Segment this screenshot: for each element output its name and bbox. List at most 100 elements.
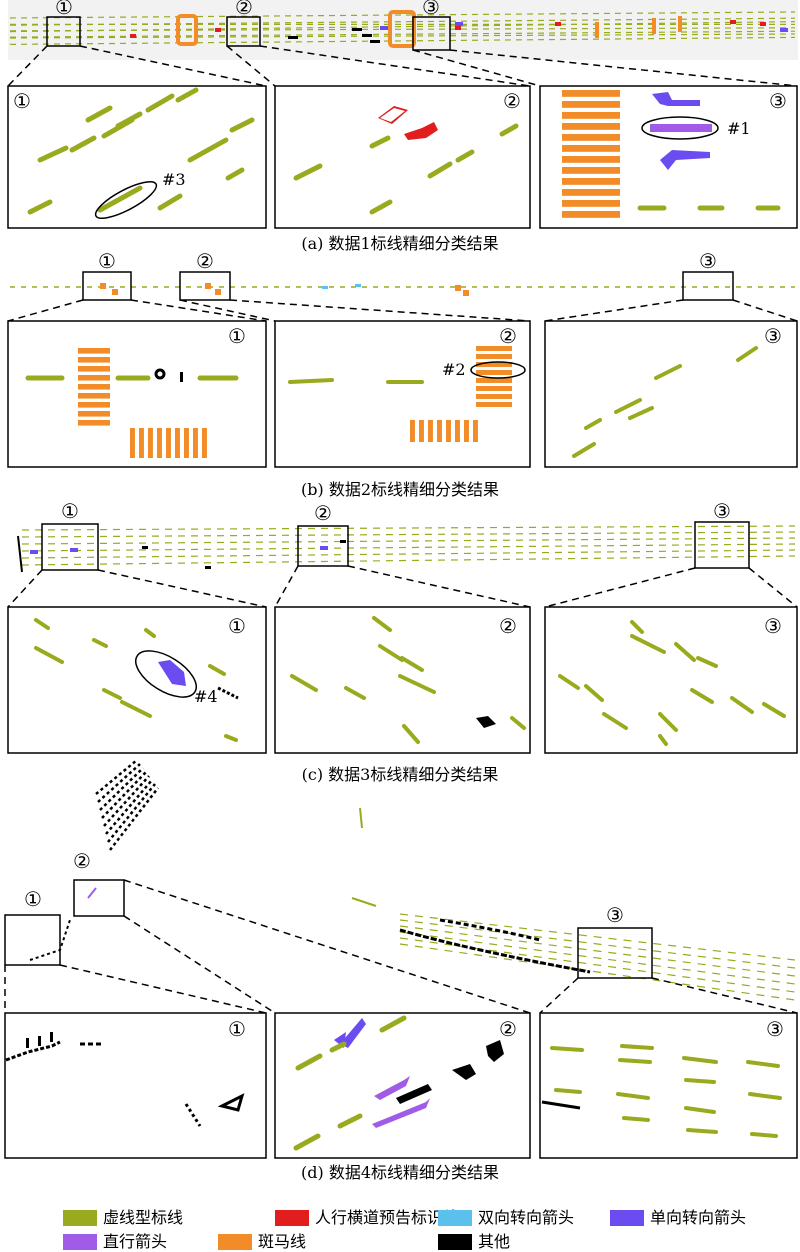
panel-marker: ① bbox=[13, 89, 31, 113]
zoom-panel-c2 bbox=[274, 606, 531, 754]
zebra-stripe bbox=[476, 402, 512, 407]
legend-label: 其他 bbox=[478, 1232, 511, 1251]
legend-swatch bbox=[438, 1234, 472, 1250]
panel-marker: ③ bbox=[764, 614, 782, 638]
dashed-marking bbox=[748, 1092, 782, 1100]
legend-label: 虚线型标线 bbox=[103, 1208, 184, 1227]
legend-swatch bbox=[218, 1234, 252, 1250]
dashed-marking bbox=[690, 688, 714, 704]
zebra-stripe bbox=[562, 90, 620, 97]
zebra-stripe bbox=[562, 123, 620, 130]
dashed-marking bbox=[187, 137, 229, 163]
zebra-stripe bbox=[78, 357, 110, 363]
dashed-marking bbox=[750, 1132, 778, 1138]
highlight-ellipse-2 bbox=[470, 361, 526, 379]
dashed-marking bbox=[34, 646, 64, 664]
dashed-marking bbox=[654, 364, 682, 380]
dashed-marking bbox=[369, 199, 393, 215]
panel-marker: ② bbox=[499, 1017, 517, 1041]
other-marking bbox=[180, 372, 183, 382]
dashed-marking bbox=[630, 634, 666, 654]
callout-2: #2 bbox=[442, 360, 466, 379]
zebra-stripe bbox=[476, 362, 512, 367]
overview-zebra bbox=[652, 18, 656, 34]
panel-marker: ③ bbox=[713, 499, 731, 523]
dashed-marking bbox=[229, 117, 255, 133]
zoom-connector-line bbox=[123, 879, 531, 1014]
overview-arrow bbox=[87, 887, 97, 899]
zoom-panel-d3 bbox=[539, 1012, 798, 1159]
zoom-panel-d2 bbox=[274, 1012, 531, 1159]
zoom-connector-line bbox=[179, 299, 276, 322]
overview-other bbox=[439, 918, 541, 942]
dashed-marking bbox=[628, 406, 654, 420]
overview-other bbox=[109, 787, 159, 851]
panel-marker: ① bbox=[55, 0, 73, 19]
zoom-box-c3 bbox=[694, 521, 750, 569]
dashed-marking bbox=[288, 378, 334, 384]
dashed-marking bbox=[427, 161, 453, 179]
legend-item: 双向转向箭头 bbox=[438, 1208, 574, 1228]
callout-1: #1 bbox=[727, 119, 751, 138]
dashed-marking bbox=[398, 674, 436, 694]
dashed-marking bbox=[616, 1092, 650, 1100]
zebra-stripe bbox=[562, 156, 620, 163]
zebra-stripe bbox=[562, 134, 620, 141]
other-marking bbox=[217, 1093, 245, 1112]
overview-arrow bbox=[30, 550, 38, 554]
dashed-marking bbox=[746, 1060, 780, 1068]
zoom-box-d1 bbox=[4, 914, 61, 966]
overview-other bbox=[288, 36, 298, 39]
overview-dashed-lines bbox=[9, 27, 796, 32]
other-marking bbox=[184, 1103, 202, 1127]
overview-dashed-lines bbox=[399, 925, 796, 977]
overview-other bbox=[340, 540, 346, 543]
zebra-stripe bbox=[139, 428, 144, 458]
panel-marker: ③ bbox=[422, 0, 440, 19]
zebra-stripe bbox=[78, 366, 110, 372]
dashed-marking bbox=[736, 346, 758, 362]
overview-arrow bbox=[780, 28, 788, 32]
zebra-stripe bbox=[175, 428, 180, 458]
dashed-marking bbox=[175, 87, 199, 103]
dashed-marking bbox=[696, 656, 718, 668]
other-marking bbox=[452, 1064, 476, 1080]
crosswalk-sign-inner bbox=[380, 108, 405, 122]
zebra-stripe bbox=[476, 354, 512, 359]
overview-other bbox=[99, 767, 144, 811]
single-turn-arrow bbox=[158, 660, 186, 686]
dashed-marking bbox=[630, 620, 644, 634]
overview-other bbox=[399, 928, 591, 974]
panel-marker: ① bbox=[98, 249, 116, 273]
legend-item: 虚线型标线 bbox=[63, 1208, 183, 1228]
overview-other bbox=[107, 783, 156, 843]
dashed-marking bbox=[686, 1128, 718, 1134]
panel-marker: ① bbox=[228, 614, 246, 638]
panel-marker: ② bbox=[499, 324, 517, 348]
dashed-marking bbox=[102, 688, 122, 700]
overview-dashed-lines bbox=[399, 931, 796, 985]
overview-dashed-lines bbox=[399, 913, 796, 961]
zebra-stripe bbox=[455, 420, 460, 442]
panel-marker: ③ bbox=[769, 89, 787, 113]
highlight-ellipse-3 bbox=[94, 181, 158, 219]
panel-marker: ① bbox=[228, 324, 246, 348]
overview-dashed-lines bbox=[21, 549, 796, 559]
overview-other bbox=[370, 40, 380, 43]
zoom-box-a3 bbox=[412, 16, 451, 51]
zoom-panel-a1 bbox=[7, 85, 267, 229]
dashed-marking bbox=[101, 117, 135, 139]
dashed-marking bbox=[34, 618, 50, 630]
dashed-marking bbox=[618, 1058, 652, 1064]
zoom-connector-line bbox=[123, 915, 276, 1014]
other-marking bbox=[38, 1036, 41, 1046]
zoom-box-b1 bbox=[82, 271, 132, 301]
zoom-panel-c1 bbox=[7, 606, 267, 754]
legend-label: 单向转向箭头 bbox=[650, 1208, 747, 1227]
overview-dashed-lines bbox=[9, 11, 796, 19]
other-marking bbox=[541, 1100, 581, 1110]
caption-b: (b) 数据2标线精细分类结果 bbox=[301, 480, 499, 499]
zoom-connector-line bbox=[544, 299, 684, 322]
overview-dashed-lines bbox=[9, 30, 796, 38]
overview-zebra bbox=[678, 16, 682, 32]
